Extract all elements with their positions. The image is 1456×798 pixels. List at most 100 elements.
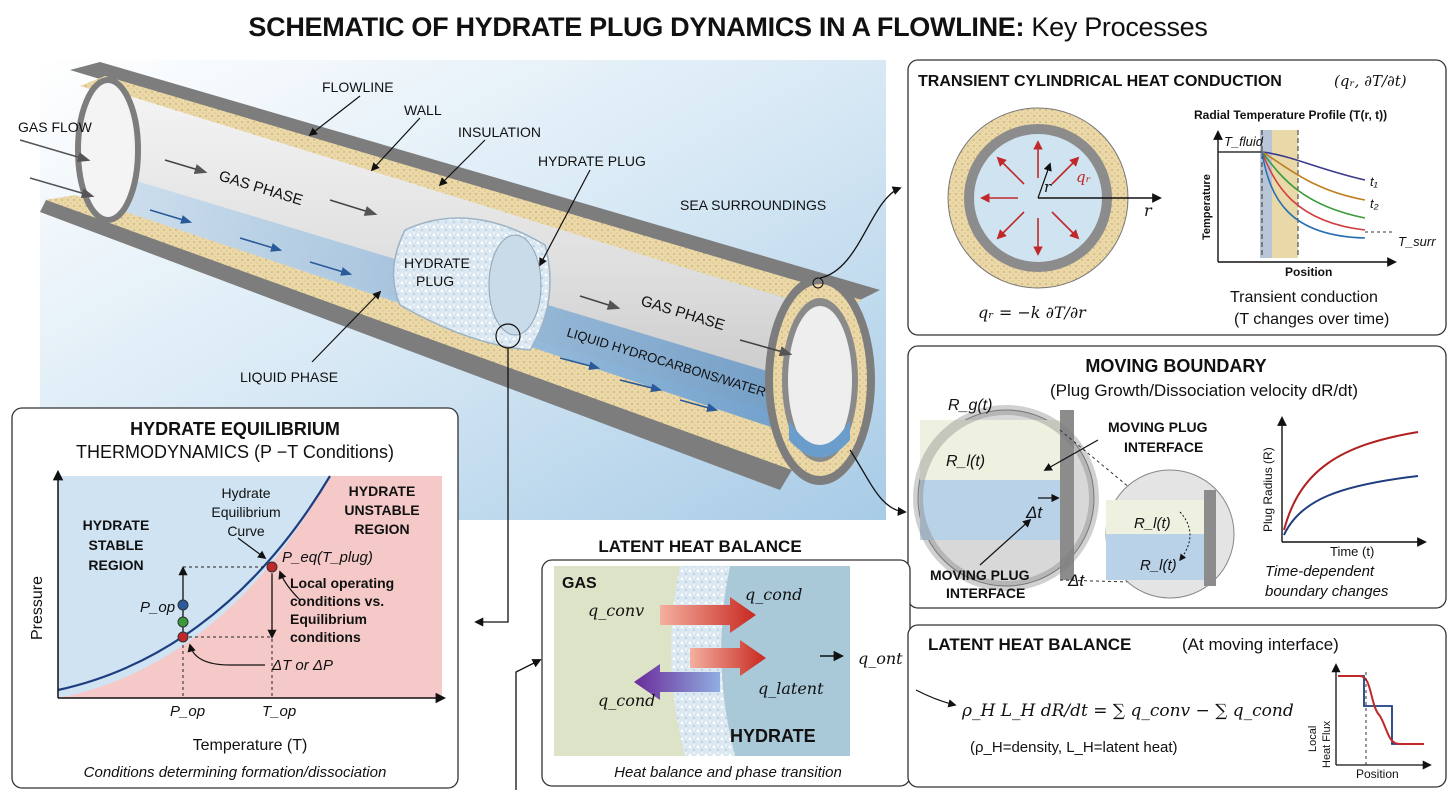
equilibrium-curve [57, 475, 331, 692]
growth-curve-red [1283, 431, 1419, 531]
page-title: SCHEMATIC OF HYDRATE PLUG DYNAMICS IN A … [0, 12, 1456, 43]
eq-point-blue [177, 599, 189, 611]
connector-to-moving [849, 449, 907, 516]
eq-point-peq [266, 561, 278, 573]
callout-plug [539, 169, 591, 267]
moving-circle-rim [913, 405, 1099, 591]
gas-flow-arrow-1 [19, 139, 91, 163]
eq-point-op [177, 631, 189, 643]
conduction-r-vector [1037, 162, 1052, 199]
label-liquid-phase: LIQUID PHASE [240, 369, 338, 385]
equilibrium-title-2: THERMODYNAMICS (P −T Conditions) [76, 442, 394, 462]
conduction-qr-label: qᵣ [1076, 168, 1091, 186]
moving-caption-2: boundary changes [1265, 583, 1389, 600]
label-sea-surroundings: SEA SURROUNDINGS [680, 197, 826, 213]
pipe-top-wall [70, 62, 880, 305]
equilibrium-panel: HYDRATE EQUILIBRIUM THERMODYNAMICS (P −T… [11, 407, 459, 789]
conduction-radial-arrows [980, 140, 1080, 256]
profile-title: Radial Temperature Profile (T(r, t)) [1194, 108, 1387, 122]
unstable-1: HYDRATE [349, 483, 416, 499]
latent-hydrate-label: HYDRATE [730, 726, 816, 746]
title-sub: Key Processes [1031, 12, 1208, 42]
moving-title: MOVING BOUNDARY [1085, 356, 1266, 376]
latent-q-latent: q_latent [758, 679, 824, 698]
stable-2: STABLE [89, 537, 144, 553]
latent-left-panel: LATENT HEAT BALANCE GAS HYDRATE q_conv q… [541, 534, 911, 787]
moving-rl-small-2: R_l(t) [1140, 557, 1177, 574]
label-plug-line2: PLUG [416, 273, 454, 289]
moving-boundary-panel: MOVING BOUNDARY (Plug Growth/Dissociatio… [907, 345, 1447, 609]
profile-t1: t₁ [1370, 174, 1378, 189]
moving-interface-callout-bot [979, 518, 1032, 566]
moving-delta-t-1: Δt [1025, 503, 1043, 522]
label-hydrate-plug: HYDRATE PLUG [538, 153, 646, 169]
eq-pop-label: P_op [140, 599, 175, 616]
profile-curve-5 [1261, 151, 1366, 239]
moving-interface-top-1: MOVING PLUG [1108, 419, 1208, 435]
conduction-equation: qᵣ = −k ∂T/∂r [978, 303, 1087, 322]
profile-curve-2 [1261, 151, 1366, 201]
moving-rl-small-1: R_l(t) [1134, 515, 1171, 532]
conduction-title: TRANSIENT CYLINDRICAL HEAT CONDUCTION [918, 73, 1282, 90]
moving-interface-top-2: INTERFACE [1124, 439, 1203, 455]
moving-caption-1: Time-dependent [1265, 563, 1375, 580]
growth-curve-blue [1283, 475, 1419, 536]
profile-curve-3 [1261, 151, 1366, 219]
profile-t2: t₂ [1370, 196, 1379, 211]
radial-arrow-sw [996, 211, 1025, 240]
latent-q-ont: q_ont [858, 649, 903, 668]
latent-right-note: (At moving interface) [1182, 635, 1339, 654]
gas-arrow-d [739, 339, 793, 357]
eq-tick-pop: P_op [170, 703, 205, 720]
latent-right-in-arrow [915, 689, 957, 708]
moving-small-wall [1204, 490, 1216, 586]
local-2: conditions vs. [290, 593, 384, 609]
connector-to-conduction [819, 186, 902, 279]
latent-right-title: LATENT HEAT BALANCE [928, 635, 1131, 654]
liquid-arrow-c [309, 261, 353, 276]
connector-to-latent [515, 659, 542, 790]
flux-ylabel-1: Local [1307, 726, 1319, 752]
latent-left-caption: Heat balance and phase transition [614, 764, 842, 781]
conduction-panel: TRANSIENT CYLINDRICAL HEAT CONDUCTION (q… [907, 59, 1447, 336]
label-flowline: FLOWLINE [322, 79, 394, 95]
eq-tick-top: T_op [262, 703, 296, 720]
pipe-entry-opening [75, 77, 141, 223]
moving-delta-t-2: Δt [1067, 571, 1085, 590]
connector-dot-conduction [812, 277, 824, 289]
local-4: conditions [290, 629, 361, 645]
eq-xlabel: Temperature (T) [193, 737, 308, 754]
latent-q-cond-left: q_cond [598, 691, 655, 710]
moving-rl: R_l(t) [946, 453, 985, 470]
conduction-caption-1: Transient conduction [1230, 289, 1378, 306]
moving-interface-bot-2: INTERFACE [946, 585, 1025, 601]
pipe-bottom-wall [40, 200, 792, 490]
latent-right-legend: (ρ_H=density, L_H=latent heat) [970, 739, 1178, 756]
local-3: Equilibrium [290, 611, 367, 627]
callout-insulation [438, 139, 486, 187]
connector-to-equilibrium [474, 348, 509, 627]
gas-arrow-a [164, 159, 208, 174]
pipe-end-liquid [789, 420, 850, 458]
eq-delta-callout [187, 643, 265, 666]
callout-wall [370, 117, 421, 172]
flux-xlabel: Position [1356, 767, 1399, 781]
stable-3: REGION [88, 557, 143, 573]
conduction-caption-2: (T changes over time) [1234, 311, 1389, 328]
latent-right-frame [907, 624, 1447, 788]
profile-t-surr: T_surr [1398, 234, 1436, 249]
label-wall: WALL [404, 102, 442, 118]
liquid-arrow-d [559, 357, 601, 371]
eq-delta-label: ΔT or ΔP [271, 657, 333, 674]
curve-label-1: Hydrate [221, 485, 270, 501]
flux-ylabel-2: Heat Flux [1321, 720, 1333, 768]
moving-rg: R_g(t) [948, 397, 992, 414]
eq-point-green [177, 616, 189, 628]
conduction-r-axis-label: r [1144, 201, 1153, 220]
eq-peq-callout [278, 570, 301, 601]
radial-arrow-ne [1051, 156, 1080, 185]
pipe-top-insulation [80, 76, 862, 314]
profile-curves [1261, 151, 1366, 239]
latent-arrow-cond [634, 664, 720, 700]
